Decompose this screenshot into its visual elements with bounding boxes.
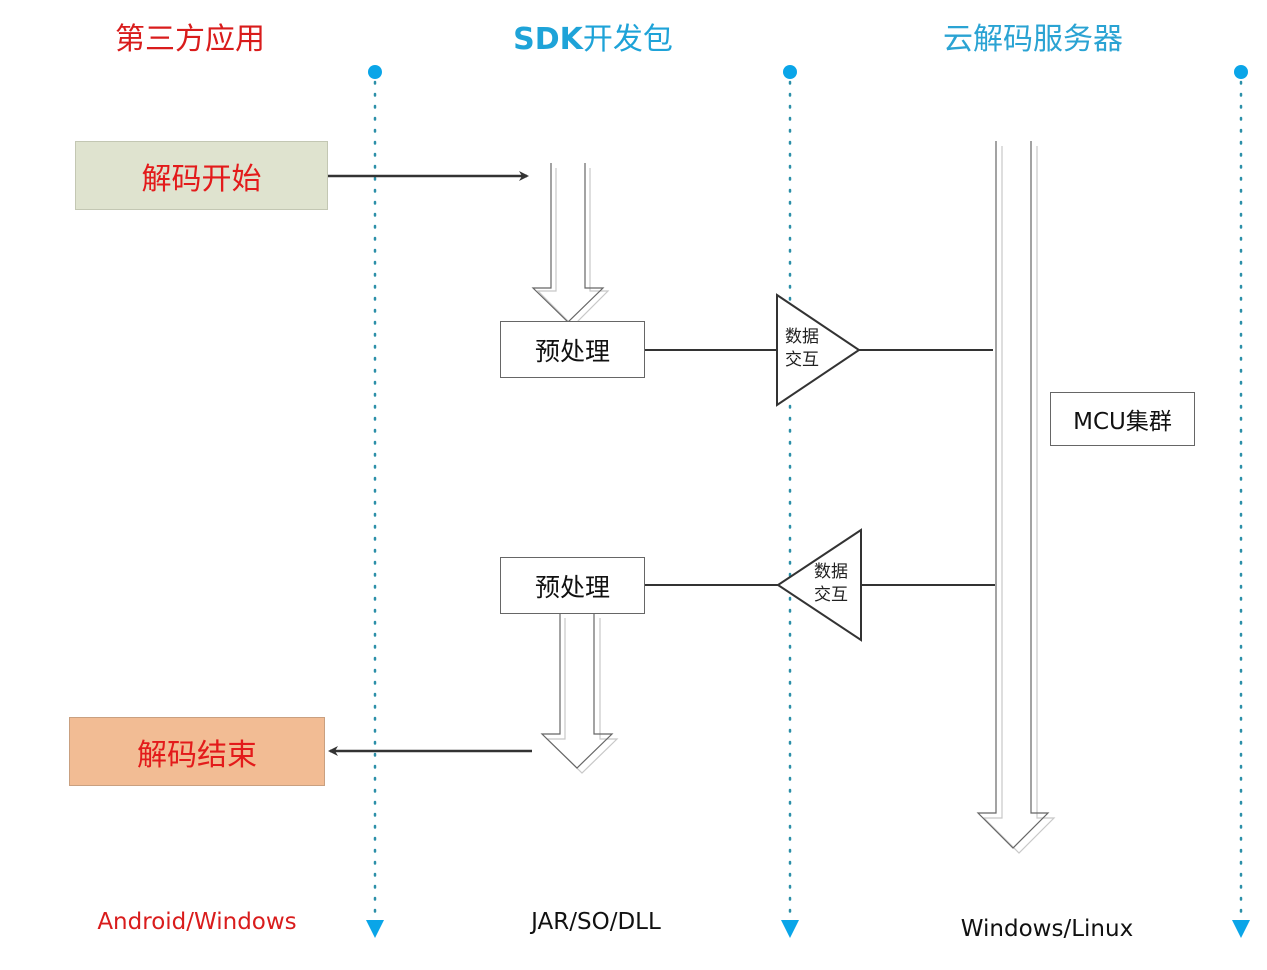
preprocess-node-top: 预处理 xyxy=(500,321,645,378)
preprocess-label-bottom: 预处理 xyxy=(534,572,610,602)
lane-title-cloud-server: 云解码服务器 xyxy=(943,22,1123,57)
lane-footer-third-party-app: Android/Windows xyxy=(97,909,297,935)
lane-end-arrow-icon xyxy=(1232,920,1250,938)
mcu-cluster-label: MCU集群 xyxy=(1073,409,1172,435)
lane-divider-1 xyxy=(366,65,384,938)
decode-start-label: 解码开始 xyxy=(141,161,262,197)
exchange-label-bottom: 数据 交互 xyxy=(814,561,848,607)
lane-start-marker xyxy=(368,65,382,79)
lane-title-sdk-rest: 开发包 xyxy=(582,22,673,57)
lane-title-third-party-app: 第三方应用 xyxy=(115,22,265,57)
lane-end-arrow-icon xyxy=(781,920,799,938)
lane-title-sdk: SDK开发包 xyxy=(513,14,673,58)
server-down-block-arrow xyxy=(976,141,1056,854)
exchange-label-top-line1: 数据 xyxy=(785,327,819,347)
decode-start-node: 解码开始 xyxy=(75,141,328,210)
decode-end-label: 解码结束 xyxy=(137,737,257,773)
sdk-down-block-arrow-top xyxy=(531,163,610,327)
lane-title-sdk-text: SDK开发包 xyxy=(513,22,673,57)
lane-footer-sdk: JAR/SO/DLL xyxy=(531,909,661,935)
sdk-down-block-arrow-bottom xyxy=(540,613,619,774)
lane-footer-cloud-server: Windows/Linux xyxy=(960,916,1134,942)
mcu-cluster-node: MCU集群 xyxy=(1050,392,1195,446)
decode-end-node: 解码结束 xyxy=(69,717,325,786)
exchange-triangle-top xyxy=(776,293,861,407)
exchange-label-top-line2: 交互 xyxy=(785,350,819,370)
preprocess-label-top: 预处理 xyxy=(534,336,610,366)
lane-start-marker xyxy=(1234,65,1248,79)
lane-divider-2 xyxy=(781,65,799,938)
lane-start-marker xyxy=(783,65,797,79)
exchange-label-bottom-line2: 交互 xyxy=(814,585,848,605)
lane-title-sdk-bold: SDK xyxy=(513,22,583,57)
lane-end-arrow-icon xyxy=(366,920,384,938)
exchange-label-top: 数据 交互 xyxy=(785,326,819,372)
exchange-label-bottom-line1: 数据 xyxy=(814,562,848,582)
preprocess-node-bottom: 预处理 xyxy=(500,557,645,614)
lane-divider-3 xyxy=(1232,65,1250,938)
